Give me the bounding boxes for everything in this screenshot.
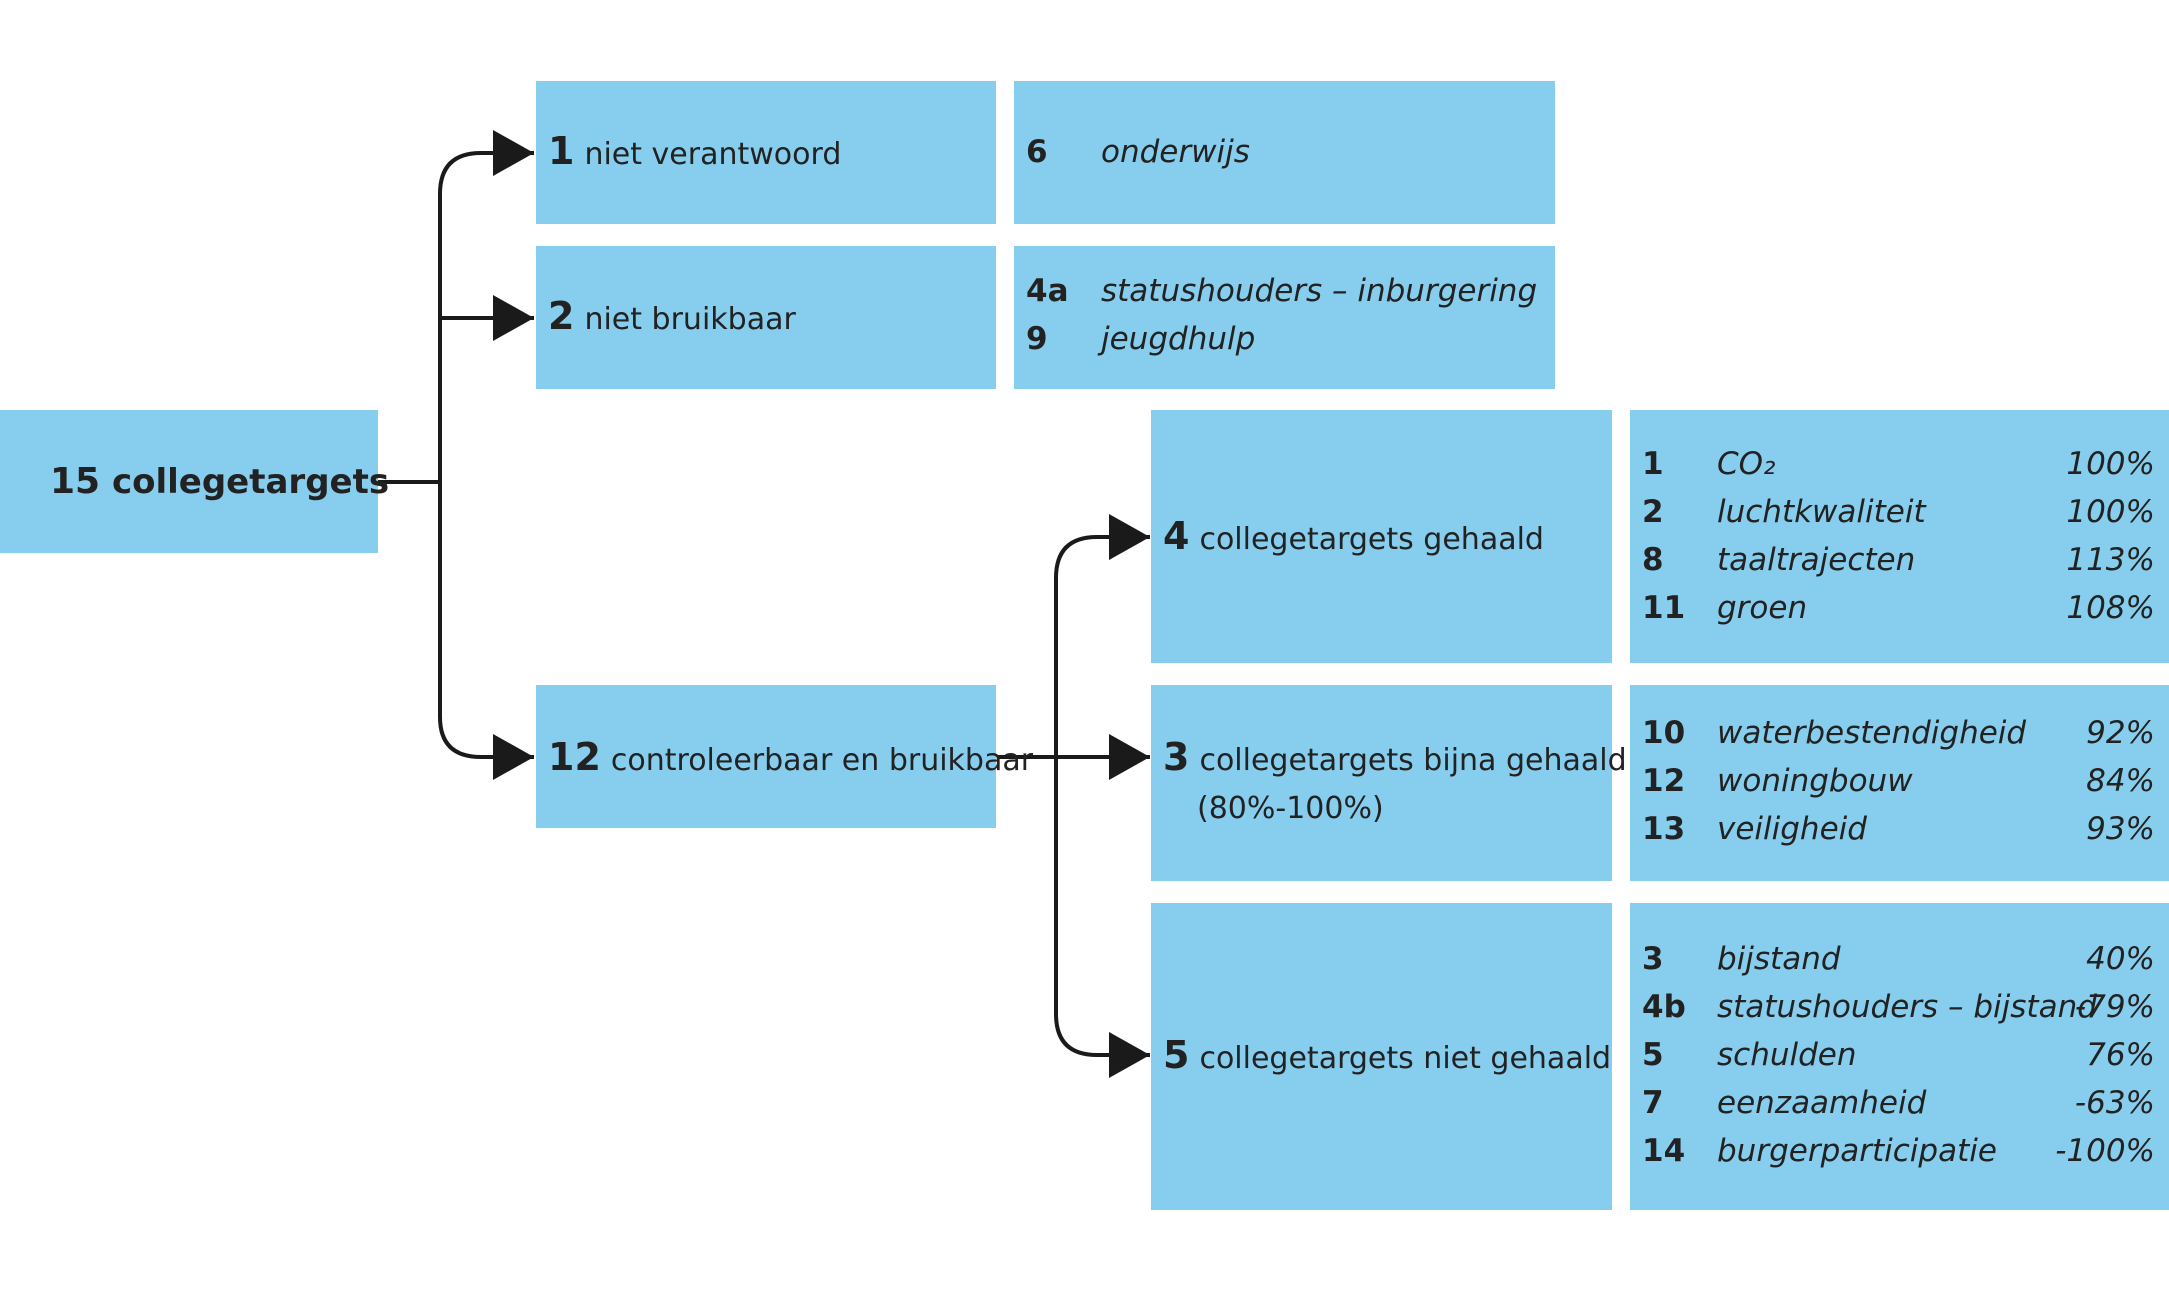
branch-controleerbaar: 12 controleerbaar en bruikbaar [536,685,1033,828]
target-score: 40% [2086,941,2155,977]
target-name: onderwijs [1101,134,1250,170]
branch-niet-verantwoord: 1 niet verantwoord [536,81,996,224]
outcome-count: 4 [1163,514,1190,558]
outcome-label: collegetargets bijna gehaald [1199,743,1627,778]
root-box: 15 collegetargets [0,410,389,553]
target-name: CO₂ [1717,446,1776,482]
outcome-label: collegetargets gehaald [1199,522,1544,557]
detail-row: 11 groen 108% [1642,584,2155,632]
outcome-count: 5 [1163,1033,1190,1077]
detail-row: 2 luchtkwaliteit 100% [1642,488,2155,536]
target-name: schulden [1717,1037,1857,1073]
target-id: 7 [1642,1085,1664,1121]
target-id: 10 [1642,715,1686,751]
target-name: waterbestendigheid [1717,715,2027,751]
detail-row: 6 onderwijs [1026,128,1541,176]
detail-row: 8 taaltrajecten 113% [1642,536,2155,584]
outcome-sublabel: (80%-100%) [1197,791,1384,826]
outcome-count: 3 [1163,735,1190,779]
target-id: 5 [1642,1037,1664,1073]
detail-row: 1 CO₂ 100% [1642,440,2155,488]
target-id: 13 [1642,811,1686,847]
target-score: 92% [2086,715,2155,751]
target-score: 76% [2086,1037,2155,1073]
branch-label: controleerbaar en bruikbaar [610,743,1034,778]
detail-niet-verantwoord: 6 onderwijs [1014,81,1555,224]
target-score: 93% [2086,811,2155,847]
detail-niet-gehaald: 3 bijstand 40% 4b statushouders – bijsta… [1630,903,2169,1210]
branch-count: 2 [548,294,575,338]
detail-row: 4a statushouders – inburgering [1026,267,1541,315]
arrow-to-controleerbaar [438,716,534,780]
target-name: luchtkwaliteit [1717,494,1926,530]
target-name: eenzaamheid [1717,1085,1927,1121]
detail-row: 7 eenzaamheid -63% [1642,1079,2155,1127]
target-name: taaltrajecten [1717,542,1916,578]
target-score: 100% [2066,446,2155,482]
target-name: jeugdhulp [1101,321,1256,357]
root-count: 15 [50,461,101,502]
target-score: -100% [2055,1133,2155,1169]
target-name: woningbouw [1717,763,1913,799]
target-id: 12 [1642,763,1686,799]
target-id: 2 [1642,494,1664,530]
target-score: 84% [2086,763,2155,799]
target-score: -79% [2074,989,2155,1025]
branch-niet-bruikbaar: 2 niet bruikbaar [536,246,996,389]
target-id: 8 [1642,542,1664,578]
detail-row: 12 woningbouw 84% [1642,757,2155,805]
branch-count: 1 [548,129,575,173]
target-name: veiligheid [1717,811,1867,847]
target-id: 6 [1026,134,1048,170]
target-id: 9 [1026,321,1048,357]
target-name: statushouders – inburgering [1101,273,1538,309]
root-label: collegetargets [111,462,390,502]
detail-bijna-gehaald: 10 waterbestendigheid 92% 12 woningbouw … [1630,685,2169,881]
arrow-to-niet-verantwoord [438,130,534,195]
detail-row: 3 bijstand 40% [1642,935,2155,983]
target-name: bijstand [1717,941,1841,977]
branch-count: 12 [548,735,601,779]
outcome-bijna-gehaald: 3 collegetargets bijna gehaald (80%-100%) [1151,685,1627,881]
target-id: 3 [1642,941,1664,977]
detail-row: 9 jeugdhulp [1026,315,1541,363]
branch-label: niet bruikbaar [584,302,796,337]
target-id: 4a [1026,273,1069,309]
target-score: 108% [2066,590,2155,626]
outcome-gehaald: 4 collegetargets gehaald [1151,410,1612,663]
target-id: 14 [1642,1133,1686,1169]
target-score: 113% [2066,542,2155,578]
arrow-to-niet-gehaald [1054,1013,1150,1078]
detail-row: 4b statushouders – bijstand -79% [1642,983,2155,1031]
target-name: statushouders – bijstand [1717,989,2097,1025]
outcome-label: collegetargets niet gehaald [1199,1041,1612,1076]
target-id: 4b [1642,989,1686,1025]
target-score: 100% [2066,494,2155,530]
target-name: burgerparticipatie [1717,1133,1997,1169]
detail-row: 14 burgerparticipatie -100% [1642,1127,2155,1175]
detail-row: 13 veiligheid 93% [1642,805,2155,853]
target-name: groen [1717,590,1808,626]
target-id: 11 [1642,590,1686,626]
detail-row: 10 waterbestendigheid 92% [1642,709,2155,757]
detail-niet-bruikbaar: 4a statushouders – inburgering 9 jeugdhu… [1014,246,1555,389]
branch-label: niet verantwoord [584,137,842,172]
detail-gehaald: 1 CO₂ 100% 2 luchtkwaliteit 100% 8 taalt… [1630,410,2169,663]
outcome-niet-gehaald: 5 collegetargets niet gehaald [1151,903,1612,1210]
arrow-to-gehaald [1054,514,1150,579]
target-score: -63% [2074,1085,2155,1121]
detail-row: 5 schulden 76% [1642,1031,2155,1079]
target-id: 1 [1642,446,1664,482]
